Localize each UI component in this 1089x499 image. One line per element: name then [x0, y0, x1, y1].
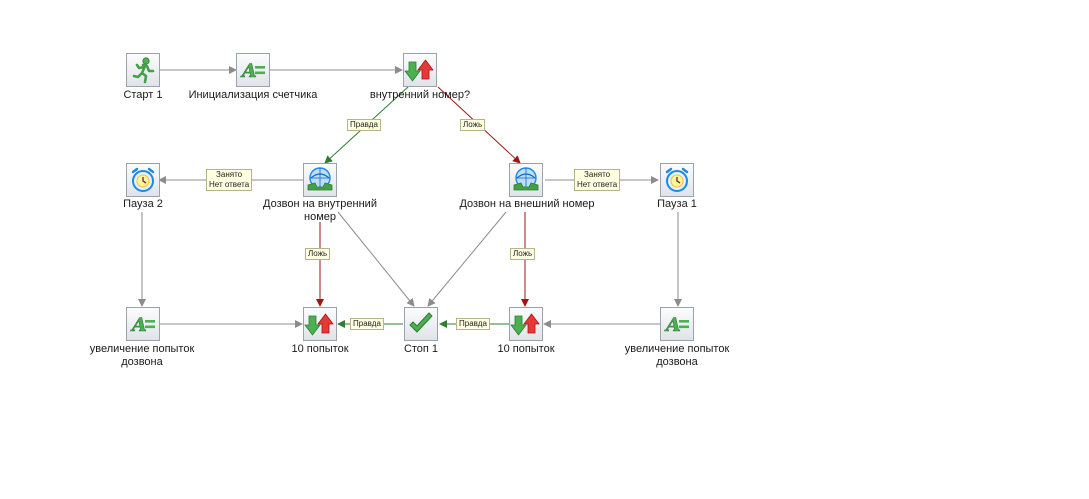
- alarm-clock-icon: [131, 167, 155, 192]
- edge-label-false: Ложь: [305, 248, 331, 260]
- ten-attempts-left-node[interactable]: [303, 307, 337, 341]
- internal-number-condition-node[interactable]: [403, 53, 437, 87]
- edge-label-no-answer: Нет ответа: [209, 180, 250, 189]
- condition-arrows-icon: [304, 313, 334, 336]
- start-node[interactable]: [126, 53, 160, 87]
- running-man-icon: [132, 57, 155, 84]
- start-node-label: Старт 1: [123, 89, 163, 101]
- edge-label-true: Правда: [350, 318, 384, 330]
- svg-text:A: A: [240, 60, 257, 82]
- condition-arrows-icon: [404, 59, 434, 82]
- pause1-node[interactable]: [660, 163, 694, 197]
- edge-label-true: Правда: [347, 119, 381, 131]
- edge-label-no-answer: Нет ответа: [577, 180, 618, 189]
- svg-text:A: A: [664, 314, 681, 336]
- checkmark-stop-icon: [409, 312, 433, 333]
- edge-label-busy-noanswer-right: Занято Нет ответа: [574, 169, 621, 191]
- ten-attempts-right-label: 10 попыток: [497, 343, 555, 355]
- edge-label-false: Ложь: [460, 119, 486, 131]
- pause2-node[interactable]: [126, 163, 160, 197]
- init-counter-label: Инициализация счетчика: [188, 89, 318, 101]
- edge-dial-external-to-stop: [427, 211, 507, 307]
- pause2-label: Пауза 2: [123, 198, 163, 210]
- dial-internal-label: Дозвон на внутренний номер: [263, 198, 377, 223]
- dial-internal-node[interactable]: [303, 163, 337, 197]
- ten-attempts-left-label: 10 попыток: [291, 343, 349, 355]
- edge-label-true: Правда: [456, 318, 490, 330]
- init-counter-node[interactable]: A: [236, 53, 270, 87]
- assign-variable-icon: A: [664, 314, 689, 336]
- dial-external-node[interactable]: [509, 163, 543, 197]
- pause1-label: Пауза 1: [657, 198, 697, 210]
- dial-external-label: Дозвон на внешний номер: [459, 198, 595, 210]
- condition-arrows-icon: [510, 313, 540, 336]
- stop-node-label: Стоп 1: [403, 343, 439, 355]
- increment-attempts-left-node[interactable]: A: [126, 307, 160, 341]
- internal-number-condition-label: внутренний номер?: [369, 89, 471, 101]
- increment-attempts-right-label: увеличение попыток дозвона: [624, 343, 730, 368]
- edge-label-busy: Занято: [216, 170, 243, 179]
- edge-dial-internal-to-stop: [337, 211, 415, 307]
- edge-label-busy: Занято: [584, 170, 611, 179]
- alarm-clock-icon: [665, 167, 689, 192]
- svg-text:A: A: [130, 314, 147, 336]
- assign-variable-icon: A: [240, 60, 265, 82]
- increment-attempts-left-label: увеличение попыток дозвона: [89, 343, 195, 368]
- phone-call-icon: [513, 167, 539, 191]
- phone-call-icon: [307, 167, 333, 191]
- increment-attempts-right-node[interactable]: A: [660, 307, 694, 341]
- assign-variable-icon: A: [130, 314, 155, 336]
- edge-label-busy-noanswer-left: Занято Нет ответа: [206, 169, 253, 191]
- stop-node[interactable]: [404, 307, 438, 341]
- ten-attempts-right-node[interactable]: [509, 307, 543, 341]
- edge-label-false: Ложь: [510, 248, 536, 260]
